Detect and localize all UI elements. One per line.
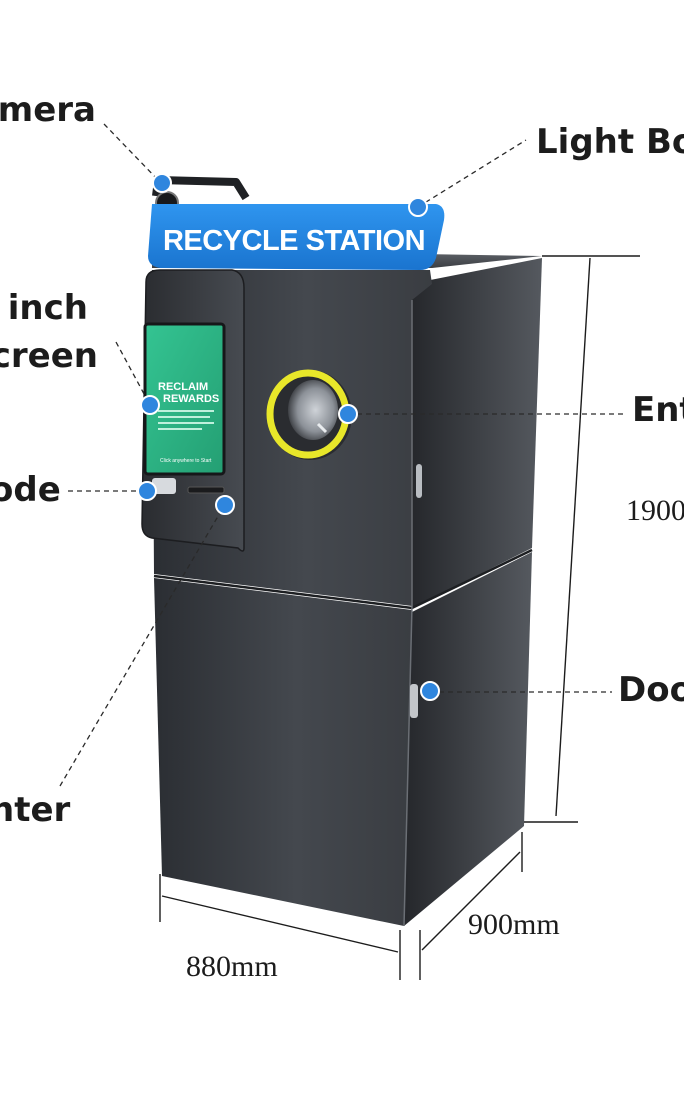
screen-text-line: [158, 422, 214, 424]
receipt-printer-slot: [187, 486, 225, 494]
screen-logo-line1: RECLAIM: [158, 381, 208, 393]
marker-entrance: [338, 404, 358, 424]
lower-door-handle: [410, 684, 418, 718]
cabinet-edge: [403, 300, 413, 927]
callout-touchscreen-line1: inch: [7, 288, 88, 328]
dim-depth-line: [421, 851, 521, 951]
marker-touchscreen: [140, 395, 160, 415]
banner-panel: [148, 204, 445, 270]
banner-text: RECYCLE STATION: [163, 225, 425, 257]
entrance-hole: [288, 380, 338, 440]
dimension-depth: 900mm: [468, 908, 560, 941]
markers: [137, 173, 440, 701]
leader-camera: [103, 123, 161, 183]
control-panel: RECLAIM REWARDS Click anywhere to Start: [141, 269, 245, 552]
cabinet-side-lower: [404, 552, 532, 926]
callout-light-box: Light Bo: [536, 122, 684, 162]
screen-text-line: [158, 428, 202, 430]
marker-door: [420, 681, 440, 701]
upper-door-handle: [416, 464, 422, 498]
cabinet-front-lower: [154, 578, 412, 926]
leader-touchscreen: [115, 341, 151, 406]
callout-camera: mera: [0, 90, 96, 130]
dim-height-line: [555, 257, 591, 817]
dim-width-line: [161, 895, 399, 953]
light-box: RECYCLE STATION: [148, 176, 445, 270]
screen-text-line: [158, 410, 214, 412]
dimension-width: 880mm: [186, 950, 278, 983]
dimension-height: 1900: [626, 494, 684, 527]
marker-barcode: [137, 481, 157, 501]
marker-light-box: [408, 197, 428, 217]
screen-cta: Click anywhere to Start: [160, 458, 212, 464]
marker-camera: [152, 173, 172, 193]
callout-touchscreen-line2: creen: [0, 336, 98, 376]
cabinet-side-upper: [410, 258, 542, 608]
entrance-highlight: [316, 422, 328, 434]
leader-light-box: [417, 139, 527, 208]
callout-barcode: ode: [0, 470, 61, 510]
leader-printer: [59, 505, 225, 787]
leader-lines: [59, 123, 624, 787]
dimension-lines: [159, 255, 640, 980]
callout-door: Doo: [618, 670, 684, 710]
marker-printer: [215, 495, 235, 515]
screen-text-line: [158, 416, 210, 418]
screen-logo-line2: REWARDS: [163, 393, 219, 405]
callout-printer: nter: [0, 790, 71, 830]
callout-entrance: Ent: [632, 390, 684, 430]
barcode-scanner: [152, 478, 176, 494]
